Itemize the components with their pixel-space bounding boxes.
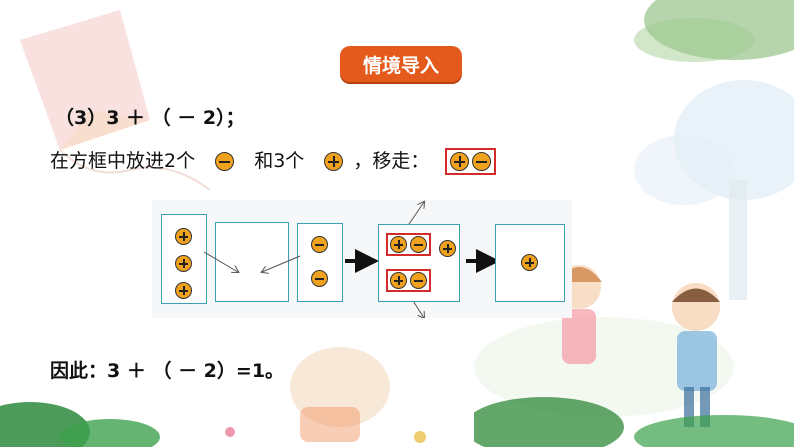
- tree-decoration: [634, 0, 794, 300]
- instruction-line: 在方框中放进2个 和3个 ，移走：: [50, 146, 497, 175]
- plus-chip-icon: [390, 272, 407, 289]
- removed-pair-box: [445, 148, 497, 175]
- section-title-badge: 情境导入: [340, 46, 462, 82]
- minus-chip-icon: [311, 236, 328, 253]
- zero-pair-box: [386, 269, 431, 292]
- leaves-decoration: [0, 347, 426, 447]
- minus-chip-icon: [311, 270, 328, 287]
- plus-chip-icon: [390, 236, 407, 253]
- conclusion-text: 因此：3 ＋ （ － 2）=1。: [50, 360, 285, 382]
- minus-chips-box: [297, 223, 343, 302]
- plus-chip-icon: [439, 240, 456, 257]
- move-minus-arrow: [262, 255, 301, 272]
- instruction-text-2: 和3个: [254, 150, 305, 172]
- zero-pair-box: [386, 233, 431, 256]
- empty-box: [215, 222, 289, 302]
- combined-box: [378, 224, 460, 302]
- minus-chip-icon: [410, 272, 427, 289]
- plus-chips-box: [161, 214, 207, 304]
- plus-chip-icon: [450, 152, 470, 171]
- plus-chip-icon: [521, 254, 538, 271]
- plus-chip-icon: [175, 255, 192, 272]
- result-box: [495, 224, 565, 302]
- problem-expression: （3）3 ＋ （ － 2）；: [55, 107, 245, 129]
- minus-chip-icon: [215, 152, 235, 171]
- instruction-text-3: ，移走：: [353, 150, 430, 172]
- chip-diagram: [152, 200, 572, 318]
- minus-chip-icon: [410, 236, 427, 253]
- instruction-text-1: 在方框中放进2个: [50, 150, 196, 172]
- plus-chip-icon: [175, 282, 192, 299]
- move-plus-arrow: [203, 251, 238, 272]
- plus-chip-icon: [324, 152, 344, 171]
- minus-chip-icon: [472, 152, 492, 171]
- plus-chip-icon: [175, 228, 192, 245]
